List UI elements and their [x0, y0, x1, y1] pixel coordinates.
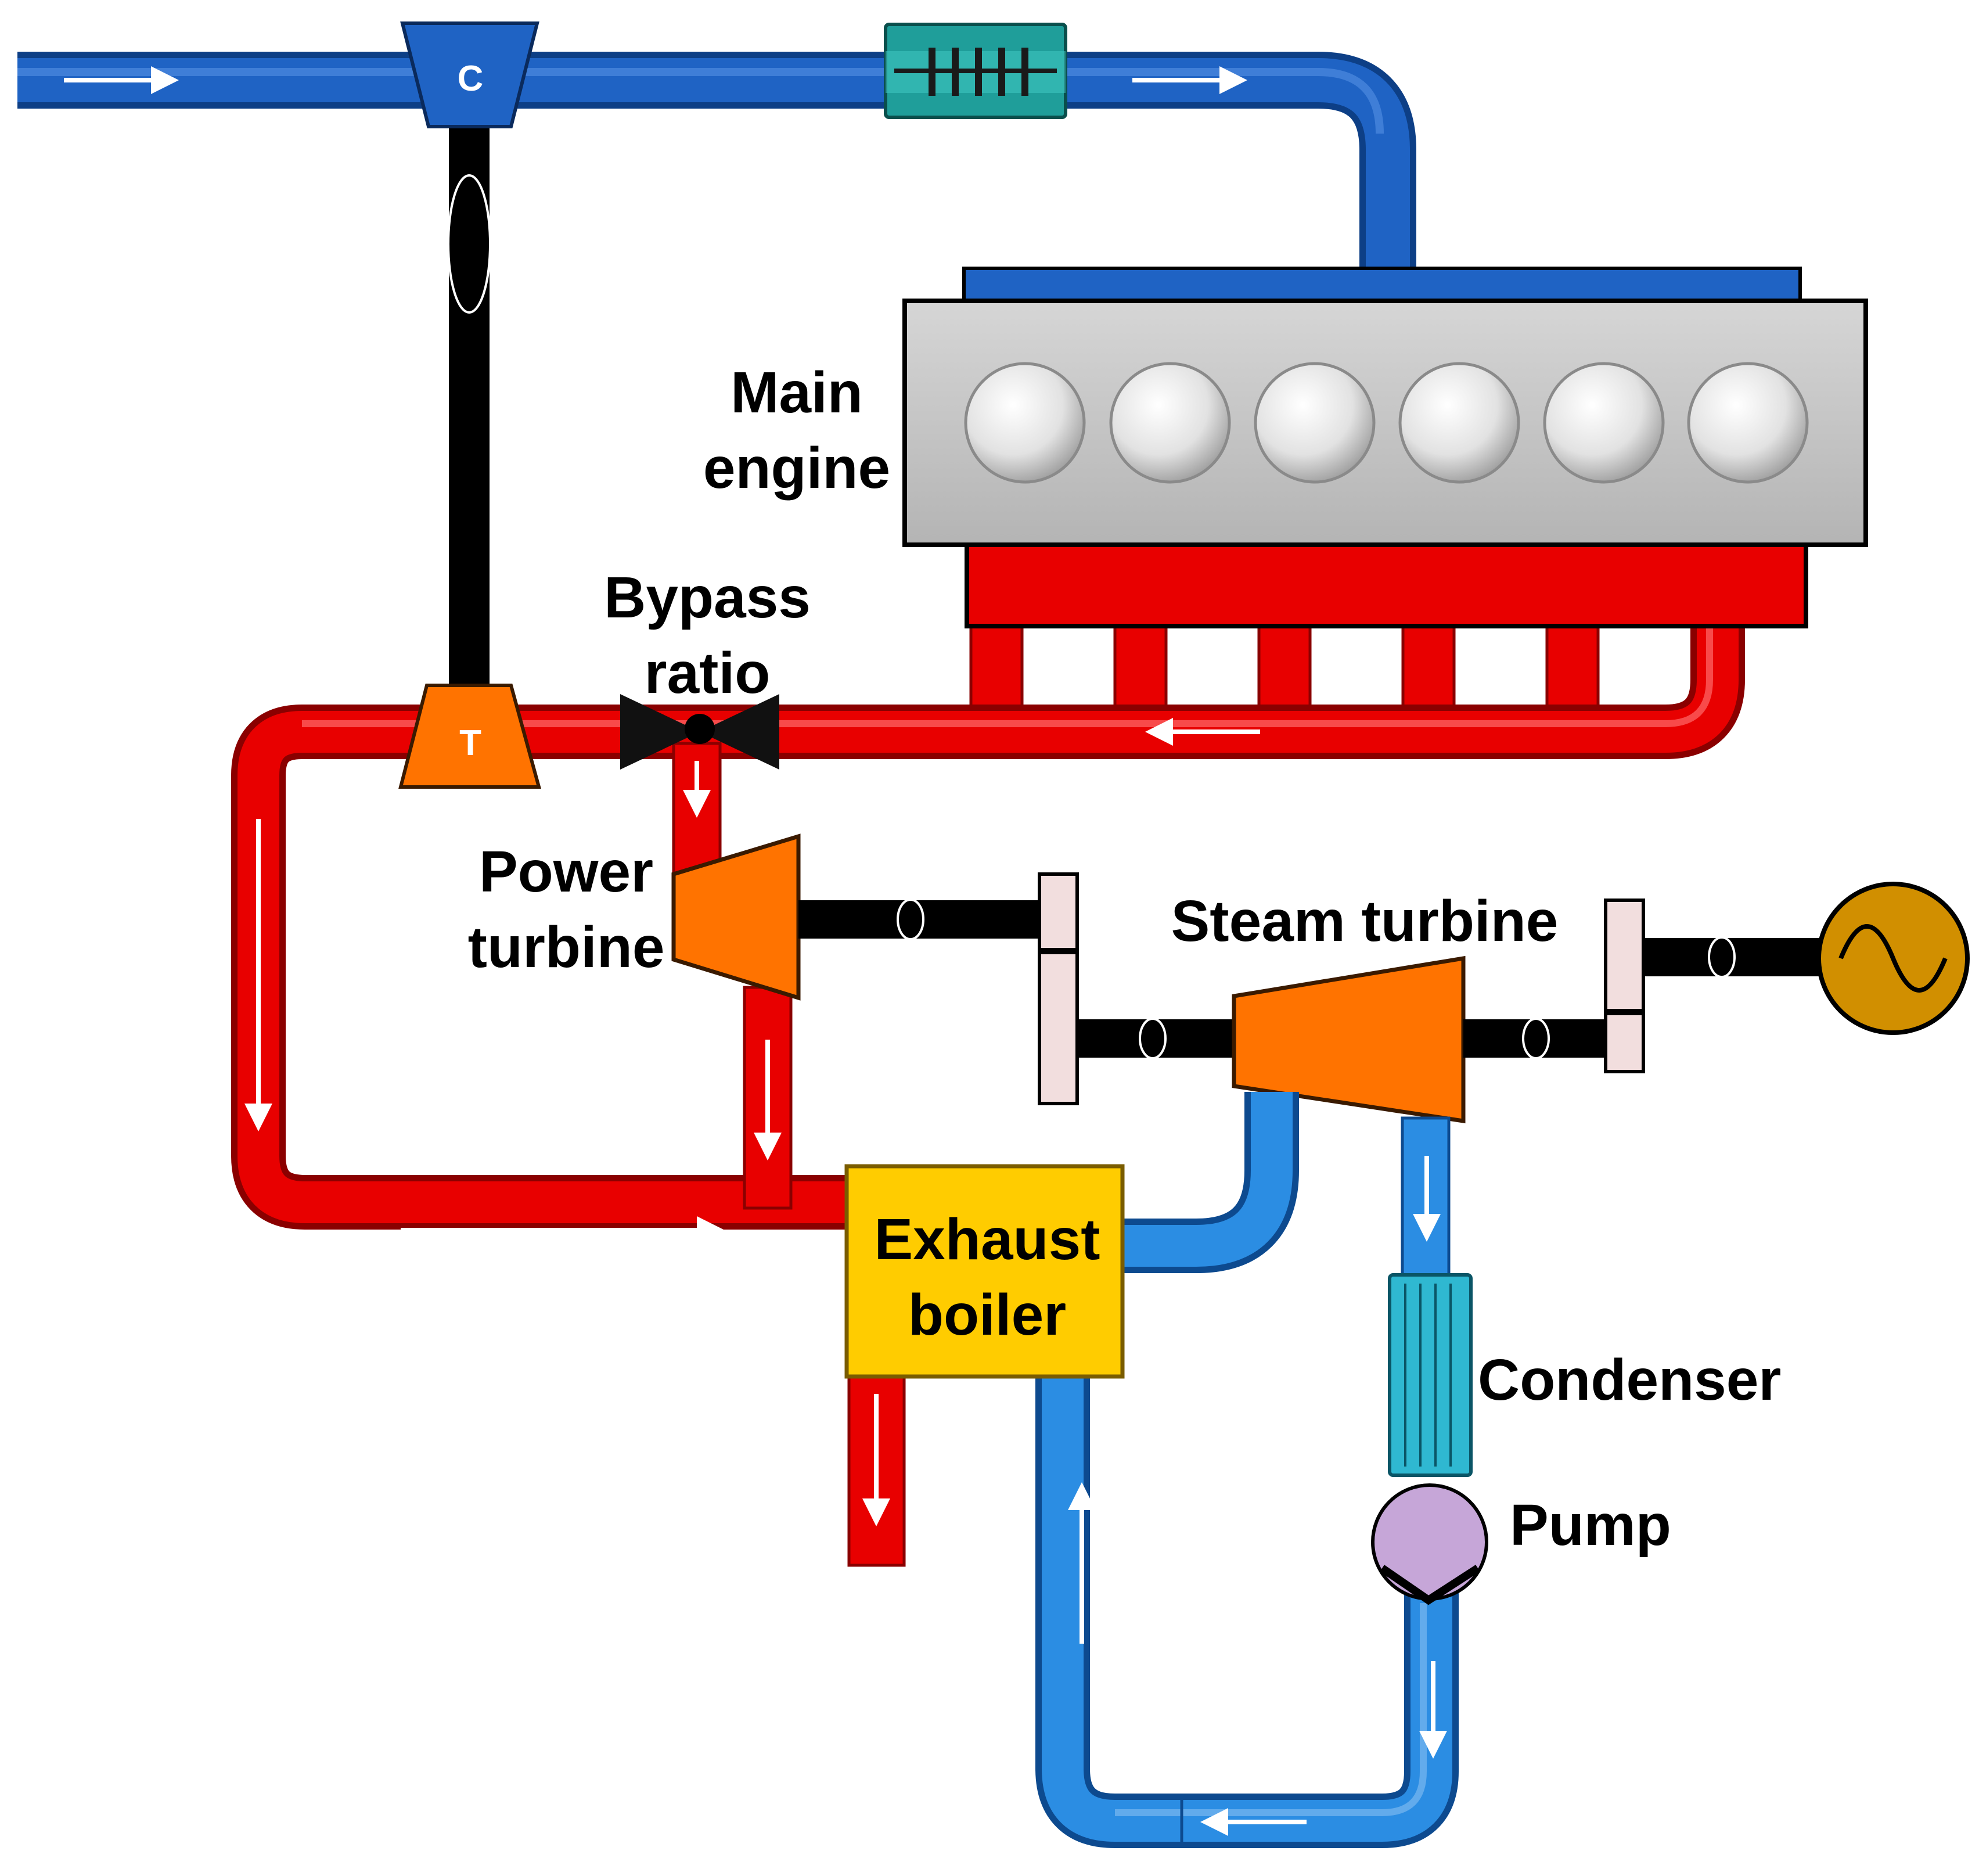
generator: [1816, 882, 1970, 1035]
exhaust-boiler-label-line2: boiler: [908, 1282, 1066, 1347]
pump-label: Pump: [1510, 1493, 1671, 1558]
power-turbine-label-line2: turbine: [468, 915, 665, 980]
exhaust-boiler-label-line1: Exhaust: [874, 1207, 1100, 1272]
condenser-label: Condenser: [1478, 1347, 1781, 1413]
bypass-ratio-label-line2: ratio: [645, 641, 771, 706]
compressor-symbol: C: [458, 59, 484, 99]
power-turbine-label-line1: Power: [479, 839, 653, 904]
exhaust-boiler: [844, 1164, 1125, 1379]
turbocharger-turbine: T: [398, 684, 541, 789]
shaft-coupling: [447, 174, 491, 314]
turbine-symbol: T: [459, 723, 481, 763]
gearbox-right: [1604, 899, 1645, 1073]
main-engine-label-line2: engine: [703, 436, 890, 501]
main-engine-label-line1: Main: [731, 360, 863, 425]
main-engine: [902, 267, 1868, 628]
gearbox-left: [1038, 872, 1079, 1105]
bypass-ratio-label-line1: Bypass: [604, 565, 811, 630]
feed-pump: [1371, 1483, 1488, 1605]
exhaust-pipes: [231, 614, 1745, 1567]
shaft-coupling: [1522, 1018, 1550, 1059]
air-intake-pipe: [17, 52, 1416, 267]
power-turbine: [671, 833, 801, 1001]
shaft-coupling: [897, 899, 924, 940]
intercooler: [884, 23, 1067, 119]
engine-cylinders: [964, 362, 1809, 484]
shaft-coupling: [1708, 936, 1736, 978]
shaft-coupling: [1139, 1018, 1167, 1059]
condenser: [1388, 1273, 1473, 1477]
bypass-valve: [620, 694, 779, 770]
compressor: C: [400, 21, 539, 128]
steam-turbine-label: Steam turbine: [1171, 889, 1559, 954]
steam-turbine: [1232, 955, 1466, 1124]
